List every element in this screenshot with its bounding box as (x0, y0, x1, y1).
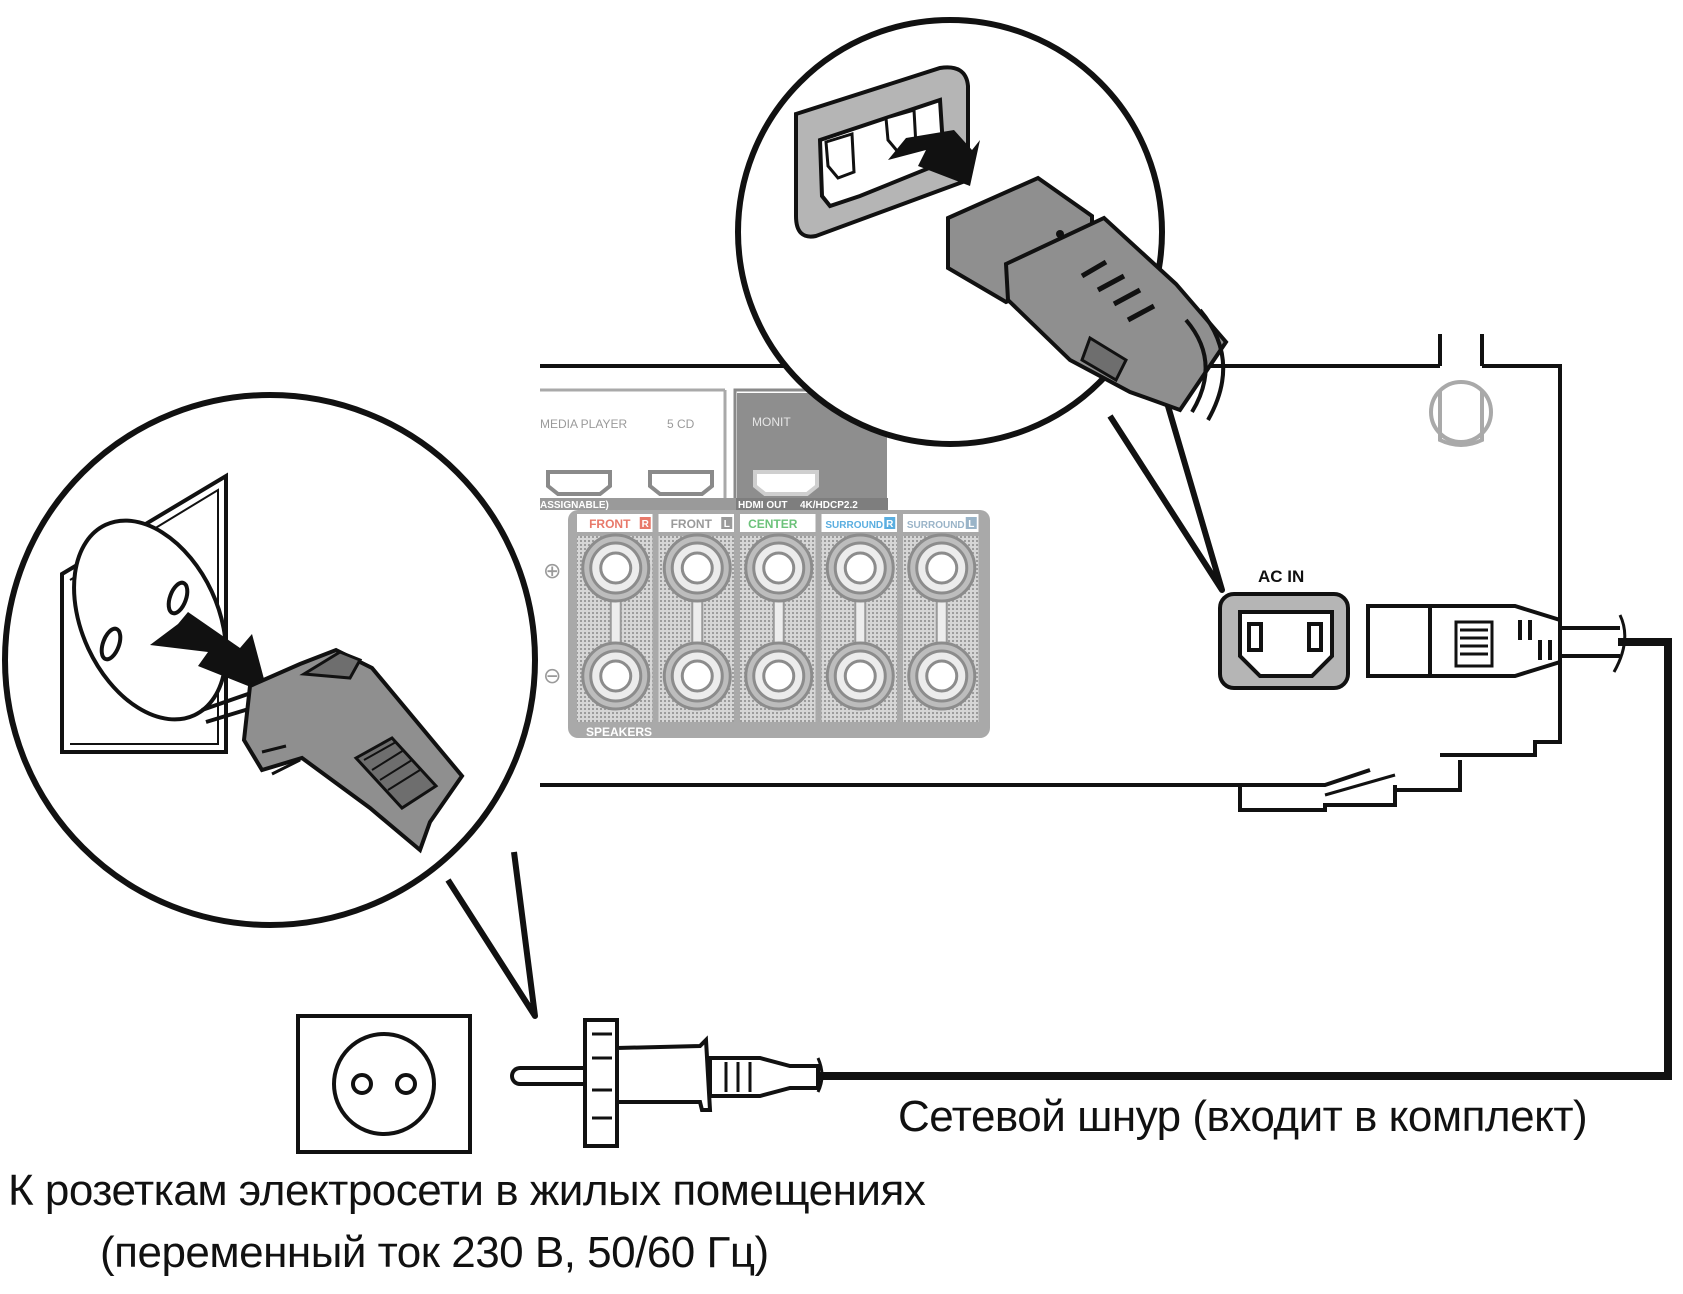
binding-post-icon (907, 533, 977, 603)
insert-arrow-icon (150, 612, 268, 694)
binding-post-icon (825, 641, 895, 711)
speaker-channel-label: FRONT (671, 517, 713, 531)
hdmi-out-label: HDMI OUT (738, 500, 787, 511)
speaker-channel-label: CENTER (748, 517, 798, 531)
speaker-side-label: R (642, 519, 650, 530)
speaker-channel-label: SURROUND (907, 520, 965, 531)
power-cord (818, 638, 1672, 1080)
speaker-terminal-front-l: FRONT L (658, 514, 734, 722)
speakers-label: SPEAKERS (586, 725, 652, 739)
speaker-side-label: R (886, 519, 894, 530)
binding-post-icon (825, 533, 895, 603)
hdmi-port-icon (546, 470, 612, 496)
hdmi-out-port-icon (753, 470, 819, 496)
wall-socket-callout (2, 392, 538, 1019)
receiver-rear-panel: MEDIA PLAYER 5 CD MONIT ASSIGNABLE) HDMI… (540, 334, 1620, 812)
speaker-channel-label: SURROUND (825, 520, 883, 531)
plus-symbol: ⊕ (543, 559, 561, 584)
speaker-terminal-front-r: FRONT R (577, 514, 653, 722)
speaker-side-badge (884, 517, 896, 529)
ac-in-callout (735, 17, 1229, 593)
hook-icon (1429, 380, 1493, 447)
speaker-terminal-center: CENTER (740, 514, 816, 722)
schuko-plug-icon (510, 1018, 820, 1148)
binding-post-icon (662, 641, 732, 711)
binding-post-icon (662, 533, 732, 603)
binding-post-icon (744, 533, 814, 603)
binding-post-icon (581, 533, 651, 603)
power-cord-label: Сетевой шнур (входит в комплект) (898, 1092, 1588, 1141)
minus-symbol: ⊖ (543, 664, 561, 689)
speaker-side-badge (639, 517, 651, 529)
input-label-media-player: MEDIA PLAYER (540, 417, 627, 431)
wall-outlet-icon (296, 1014, 472, 1154)
ac-in-socket-icon (1218, 592, 1350, 690)
outlet-label-line1: К розеткам электросети в жилых помещения… (8, 1166, 926, 1215)
speaker-channel-label: FRONT (589, 517, 631, 531)
outlet-label-line2: (переменный ток 230 В, 50/60 Гц) (100, 1228, 769, 1277)
assignable-label: ASSIGNABLE) (540, 500, 609, 511)
speaker-side-badge (965, 517, 977, 529)
binding-post-icon (581, 641, 651, 711)
hdmi-port-icon (648, 470, 714, 496)
iec-plug-icon (1366, 604, 1620, 678)
monitor-label: MONIT (752, 415, 791, 429)
binding-post-icon (907, 641, 977, 711)
speaker-side-label: L (968, 519, 974, 530)
insert-arrow-icon (888, 130, 980, 186)
ac-in-label: AC IN (1258, 567, 1304, 586)
speaker-side-label: L (724, 519, 730, 530)
speaker-side-badge (721, 517, 733, 529)
binding-post-icon (744, 641, 814, 711)
input-label-cd: 5 CD (667, 417, 695, 431)
hdmi-spec-label: 4K/HDCP2.2 (800, 500, 858, 511)
